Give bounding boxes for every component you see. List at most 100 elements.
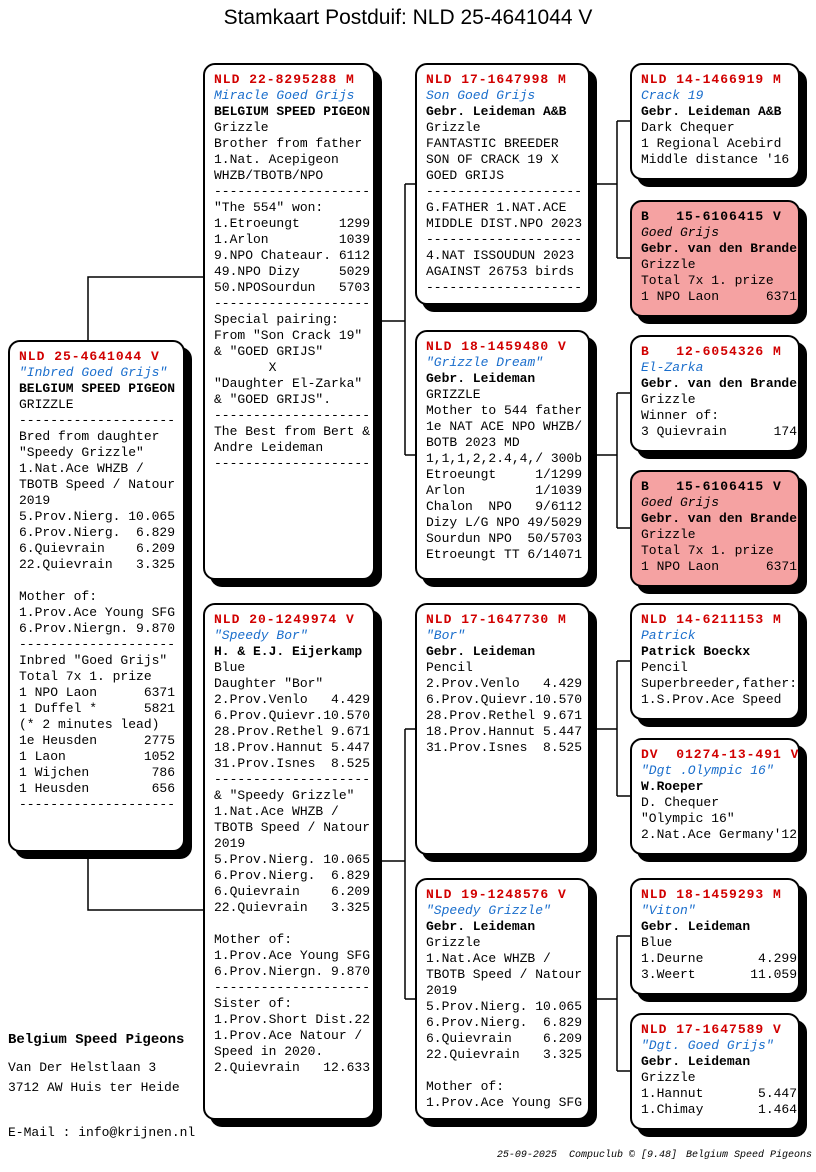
loft-name-line: Gebr. Leideman A&B [641,104,782,119]
pigeon-name: Goed Grijs [641,225,720,240]
info-line: 2.Prov.Venlo 4.429 [426,676,583,691]
info-line: 1 Heusden 656 [19,781,176,796]
info-line: "Olympic 16" [641,811,735,826]
info-line: 1 Laon 1052 [19,749,176,764]
info-line: D. Chequer [641,795,720,810]
info-line: 28.Prov.Rethel 9.671 [214,724,371,739]
ring-number: NLD 14-1466919 M [641,72,782,87]
ring-number: NLD 19-1248576 V [426,887,567,902]
info-line: Andre Leideman [214,440,324,455]
ring-number: NLD 17-1647998 M [426,72,567,87]
info-line: 22.Quievrain 3.325 [19,557,176,572]
info-line: Grizzle [641,257,696,272]
info-line: 3.Weert 11.059 [641,967,798,982]
info-line: & "GOED GRIJS" [214,344,324,359]
info-line: 1.Deurne 4.299 [641,951,798,966]
info-line: Speed in 2020. [214,1044,324,1059]
info-line: Mother of: [19,589,98,604]
info-line: 1.Etroeungt 1299 [214,216,371,231]
loft-name-line: Gebr. Leideman [641,919,751,934]
info-line: 1.Nat.Ace WHZB / [19,461,144,476]
loft-name-line: Gebr. van den Brande [641,511,798,526]
info-line: Grizzle [641,527,696,542]
ring-number: NLD 17-1647589 V [641,1022,782,1037]
info-line: 31.Prov.Isnes 8.525 [214,756,371,771]
loft-name-line: BELGIUM SPEED PIGEON [19,381,176,396]
info-line: 31.Prov.Isnes 8.525 [426,740,583,755]
loft-name-line: Patrick Boeckx [641,644,751,659]
info-line: 50.NPOSourdun 5703 [214,280,371,295]
info-line: Grizzle [641,392,696,407]
info-line [19,573,181,589]
info-line: -------------------- [426,280,583,295]
info-line: 1.Prov.Ace Young SFG [214,948,371,963]
footer-loft: Belgium Speed Pigeons [685,1150,812,1161]
info-line: GOED GRIJS [426,168,505,183]
ring-number: B 15-6106415 V [641,479,782,494]
info-line: Pencil [641,660,688,675]
info-line: 3 Quievrain 174 [641,424,798,439]
info-line: 49.NPO Dizy 5029 [214,264,371,279]
info-line: 1.Arlon 1039 [214,232,371,247]
info-line: GRIZZLE [19,397,74,412]
loft-name-line: W.Roeper [641,779,704,794]
info-line: Total 7x 1. prize [19,669,152,684]
contact-block: Belgium Speed Pigeons Van Der Helstlaan … [8,1032,195,1140]
info-line: Dark Chequer [641,120,735,135]
info-line: 4.NAT ISSOUDUN 2023 [426,248,575,263]
ring-number: NLD 25-4641044 V [19,349,160,364]
info-line: The Best from Bert & [214,424,371,439]
info-line: 1 NPO Laon 6371 [19,685,176,700]
info-line: Grizzle [426,935,481,950]
loft-name-line: Gebr. Leideman [641,1054,751,1069]
page-title: Stamkaart Postduif: NLD 25-4641044 V [223,6,593,29]
info-line: 1.Nat. Acepigeon [214,152,339,167]
info-line: Grizzle [214,120,269,135]
pigeon-name: "Speedy Bor" [214,628,308,643]
pigeon-name: El-Zarka [641,360,704,375]
info-line: 6.Quievrain 6.209 [19,541,176,556]
info-line: -------------------- [19,637,176,652]
info-line: 18.Prov.Hannut 5.447 [214,740,371,755]
ring-number: B 12-6054326 M [641,344,782,359]
info-line: Total 7x 1. prize [641,273,774,288]
info-line: -------------------- [19,797,176,812]
pigeon-name: "Bor" [426,628,466,643]
info-line: Dizy L/G NPO 49/5029 [426,515,583,530]
info-line: -------------------- [19,413,176,428]
pigeon-name: Goed Grijs [641,495,720,510]
loft-name-line: Gebr. Leideman [426,919,536,934]
info-line: Winner of: [641,408,720,423]
info-line: 6.Prov.Quievr.10.570 [426,692,583,707]
info-line: Middle distance '16 [641,152,790,167]
info-line: Arlon 1/1039 [426,483,583,498]
info-line: -------------------- [214,980,371,995]
info-line: 2.Nat.Ace Germany'12 [641,827,798,842]
info-line: 2019 [214,836,246,851]
info-line: Etroeungt 1/1299 [426,467,583,482]
info-line: Pencil [426,660,473,675]
info-line: Total 7x 1. prize [641,543,774,558]
info-line: Chalon NPO 9/6112 [426,499,583,514]
info-line: 18.Prov.Hannut 5.447 [426,724,583,739]
info-line: MIDDLE DIST.NPO 2023 [426,216,583,231]
info-line: BOTB 2023 MD [426,435,520,450]
info-line: 22.Quievrain 3.325 [214,900,371,915]
loft-name-line: BELGIUM SPEED PIGEON [214,104,371,119]
info-line: 5.Prov.Nierg. 10.065 [19,509,176,524]
info-line: AGAINST 26753 birds [426,264,575,279]
info-line: (* 2 minutes lead) [19,717,160,732]
info-line: Grizzle [426,120,481,135]
pedigree-box-gg8: NLD 17-1647589 V"Dgt. Goed Grijs"Gebr. L… [630,1013,800,1130]
info-line: 5.Prov.Nierg. 10.065 [214,852,371,867]
pigeon-name: "Dgt. Goed Grijs" [641,1038,774,1053]
info-line: 1,1,1,2,2.4,4,/ 300b [426,451,583,466]
loft-name-line: Gebr. Leideman [426,644,536,659]
info-line: 1.S.Prov.Ace Speed [641,692,782,707]
